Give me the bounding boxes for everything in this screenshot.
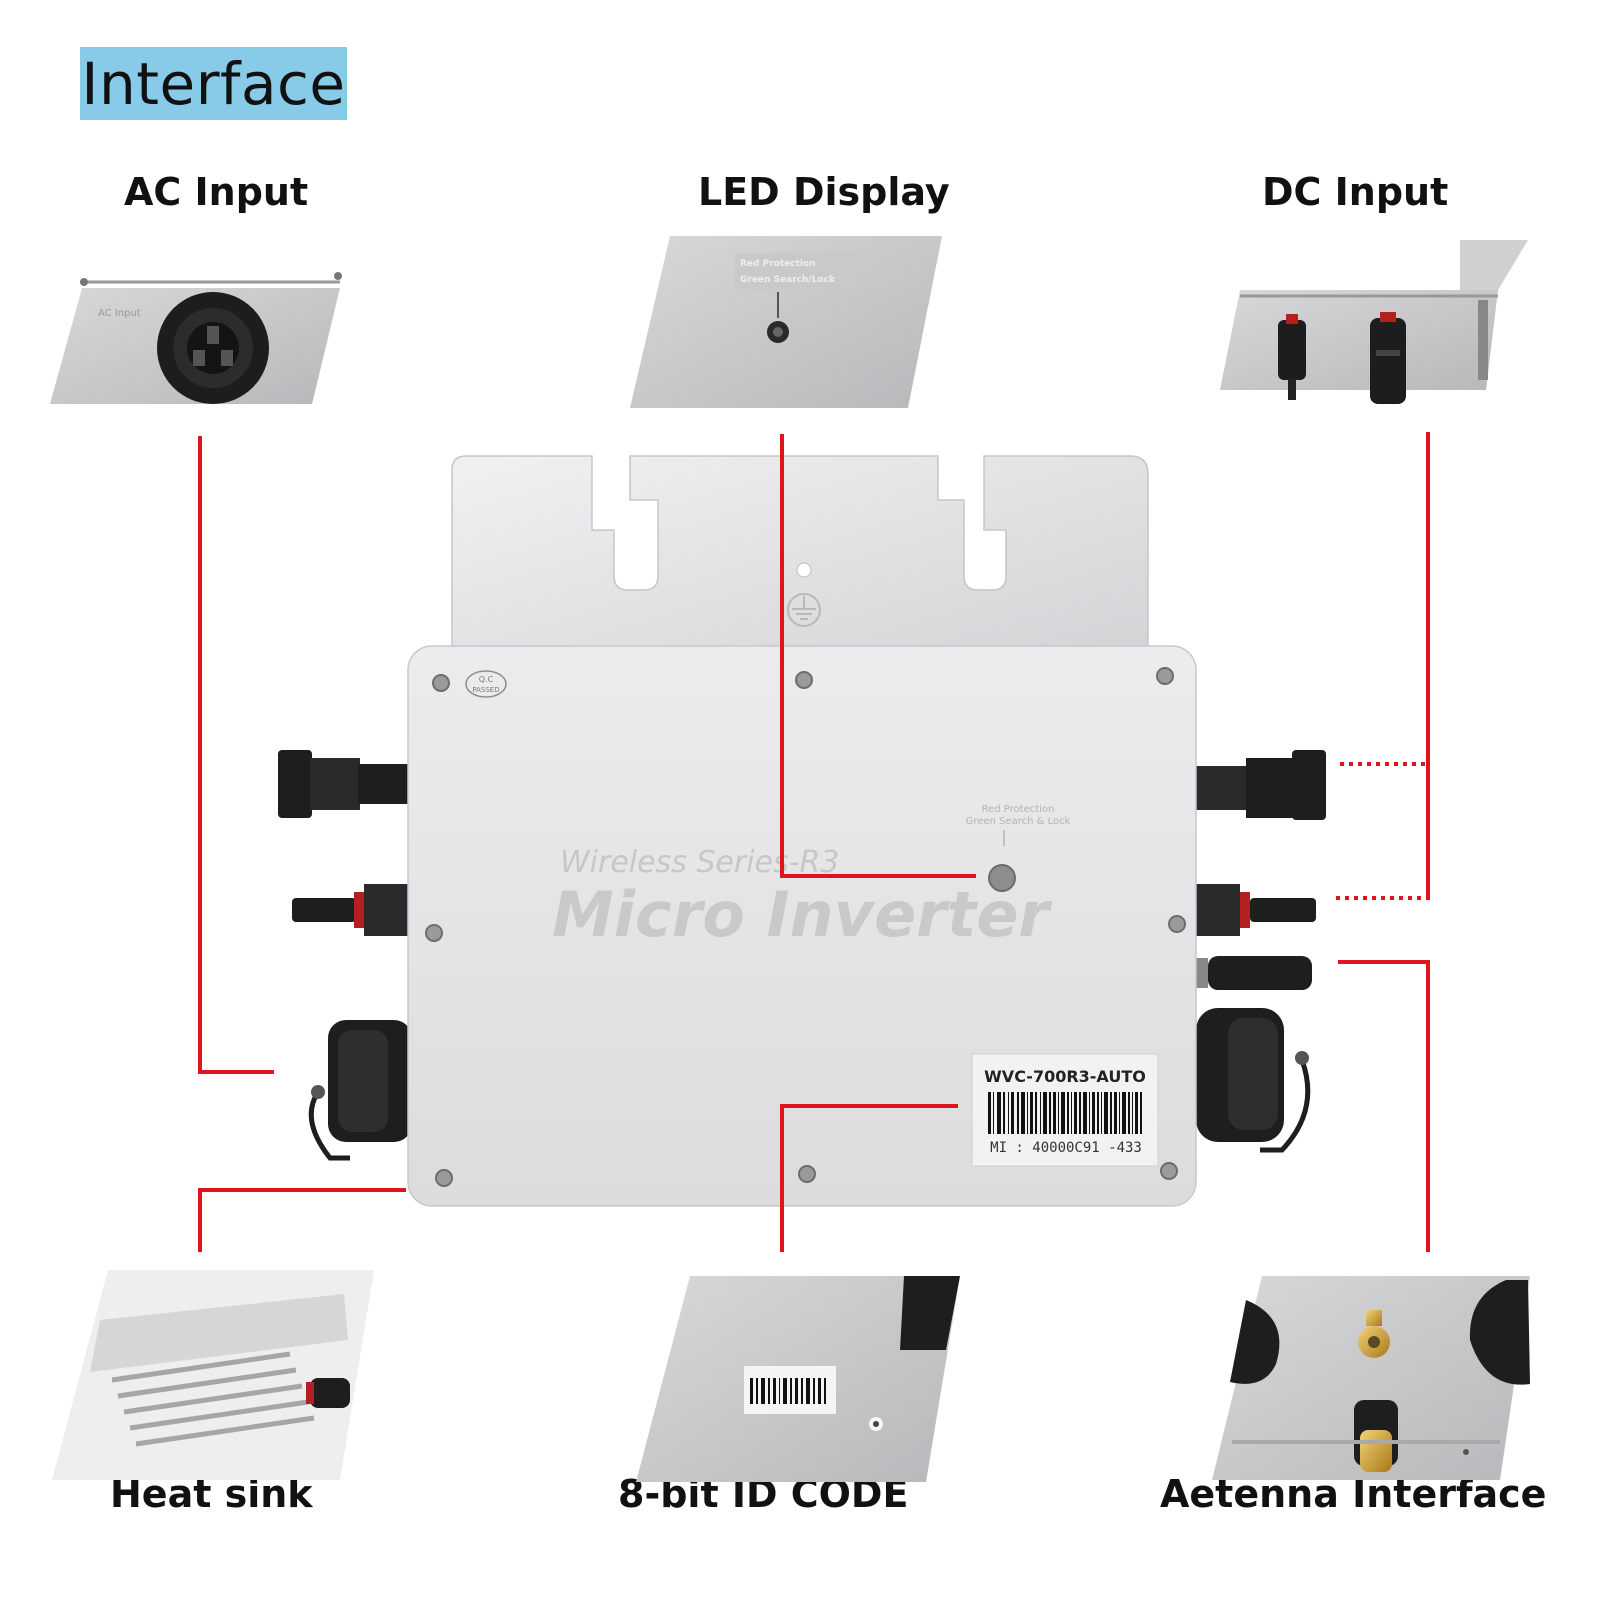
dc-connector-icon [1278,314,1306,400]
model-label-text: WVC-700R3-AUTO [984,1067,1146,1086]
qc-line2: PASSED [472,686,499,694]
right-dc-connector-bottom [1194,884,1316,936]
ac-socket-icon [157,292,269,404]
leader-antenna [1338,960,1430,1252]
interface-title-box: Interface [80,47,347,120]
led-hint-line2: Green Search & Lock [966,816,1071,827]
thumbnail-ac-input-text: AC Input [98,308,141,319]
micro-inverter: Q.C PASSED Red Protection Green Search &… [278,455,1326,1207]
thumbnail-led-line1: Red Protection [740,259,816,269]
label-ac-input: AC Input [124,170,309,214]
led-hint-line1: Red Protection [982,804,1055,815]
antenna-connector [1194,956,1312,990]
right-dc-connector-top [1194,750,1326,820]
thumbnail-dc-input [1220,240,1528,404]
product-text: Micro Inverter [552,878,1052,951]
qc-passed-badge: Q.C PASSED [465,670,507,698]
label-led-display: LED Display [698,170,950,214]
thumbnail-antenna-interface [1212,1276,1530,1480]
qc-line1: Q.C [479,675,494,684]
thumbnail-ac-input: AC Input [50,272,342,404]
barcode-icon [988,1092,1142,1134]
thumbnail-led-display: Red Protection Green Search/Lock [630,236,942,408]
antenna-cable-icon [1354,1400,1398,1472]
thumbnail-led-line2: Green Search/Lock [740,275,836,285]
page-title: Interface [81,49,346,118]
ground-icon [787,593,821,627]
thumbnail-heat-sink [52,1270,374,1480]
serial-label-text: MI : 40000C91 -433 [990,1140,1142,1156]
thumbnail-id-code [636,1276,960,1482]
leader-led-display [780,434,976,878]
right-ac-output-socket [1196,1008,1311,1153]
left-ac-output-socket [308,1020,412,1161]
leader-id-code [780,1104,958,1252]
label-dc-input: DC Input [1262,170,1449,214]
screw-icons [425,667,1186,1187]
left-ac-cable-connector [278,750,410,818]
leader-heat-sink [198,1188,406,1252]
leader-lines [198,432,1430,1252]
left-dc-connector [292,884,412,936]
model-label: WVC-700R3-AUTO MI [971,1053,1159,1167]
antenna-jack-icon [1358,1310,1390,1358]
heat-sink-fins-icon [111,1351,315,1447]
mounting-plate [451,455,1149,661]
led-indicator [988,864,1016,892]
dc-connector-icon-2 [1370,312,1406,404]
leader-ac-input [198,436,274,1074]
id-barcode-icon [750,1378,826,1404]
